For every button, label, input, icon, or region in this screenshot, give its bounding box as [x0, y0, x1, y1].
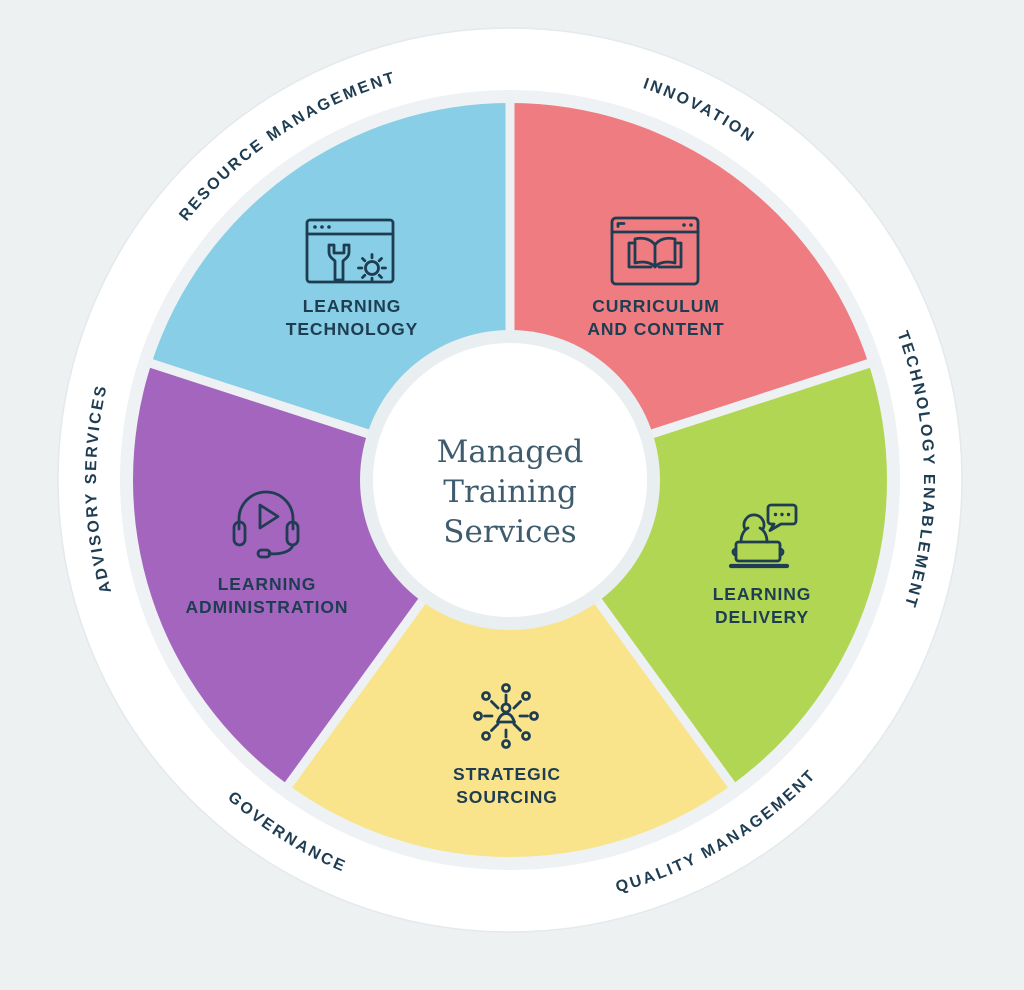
browser-dots: [313, 225, 331, 229]
laptop-hinges: [731, 547, 785, 557]
segment-label-line2: DELIVERY: [715, 607, 809, 627]
label-learning-administration: LEARNING ADMINISTRATION: [186, 574, 349, 617]
person-shoulders: [739, 526, 769, 544]
headset-band: [237, 490, 295, 531]
label-learning-delivery: LEARNING DELIVERY: [713, 584, 812, 627]
segment-strategic-sourcing: [288, 480, 732, 858]
browser-open-book-icon: [610, 216, 700, 286]
label-learning-technology: LEARNING TECHNOLOGY: [286, 296, 418, 339]
play-icon: [258, 503, 280, 530]
browser-dots: [682, 223, 693, 227]
browser-corner-mark: [616, 222, 626, 228]
segment-labels: LEARNING TECHNOLOGY CURRICULUM AND CONTE…: [186, 296, 812, 807]
segment-label-line1: LEARNING: [303, 296, 402, 316]
center-title-line2: Training: [443, 474, 577, 510]
person-laptop-chat-icon: [728, 503, 798, 569]
segment-label-line2: TECHNOLOGY: [286, 319, 418, 339]
headset-play-icon: [232, 490, 300, 559]
browser-frame: [610, 216, 700, 286]
chat-bubble: [766, 503, 798, 532]
segment-label-line2: AND CONTENT: [587, 319, 724, 339]
segment-label-line1: LEARNING: [218, 574, 317, 594]
center-title-line1: Managed: [437, 434, 584, 470]
network-nodes: [473, 683, 539, 749]
headset-left-cup: [232, 520, 247, 547]
segment-label-line1: STRATEGIC: [453, 764, 561, 784]
segment-label-line1: LEARNING: [713, 584, 812, 604]
headset-mic-boom: [267, 543, 295, 556]
center-title-line3: Services: [443, 514, 576, 550]
wrench-glyph: [327, 243, 351, 282]
label-strategic-sourcing: STRATEGIC SOURCING: [453, 764, 561, 807]
segment-label-line2: ADMINISTRATION: [186, 597, 349, 617]
person-head: [742, 513, 766, 530]
center-title: Managed Training Services: [437, 434, 584, 550]
center-hub: [373, 343, 647, 617]
person-head: [500, 702, 512, 714]
browser-wrench-gear-icon: [305, 218, 395, 284]
headset-mic: [256, 548, 272, 559]
browser-frame: [305, 218, 395, 284]
chat-dots: [773, 512, 791, 517]
open-book-glyph: [627, 236, 683, 269]
person-network-icon: [473, 683, 539, 749]
network-spokes: [483, 693, 529, 739]
segment-label-line1: CURRICULUM: [592, 296, 720, 316]
gear-glyph: [357, 253, 387, 283]
laptop-screen: [734, 540, 782, 563]
label-curriculum-and-content: CURRICULUM AND CONTENT: [587, 296, 724, 339]
person-body: [496, 712, 516, 724]
segment-label-line2: SOURCING: [456, 787, 558, 807]
